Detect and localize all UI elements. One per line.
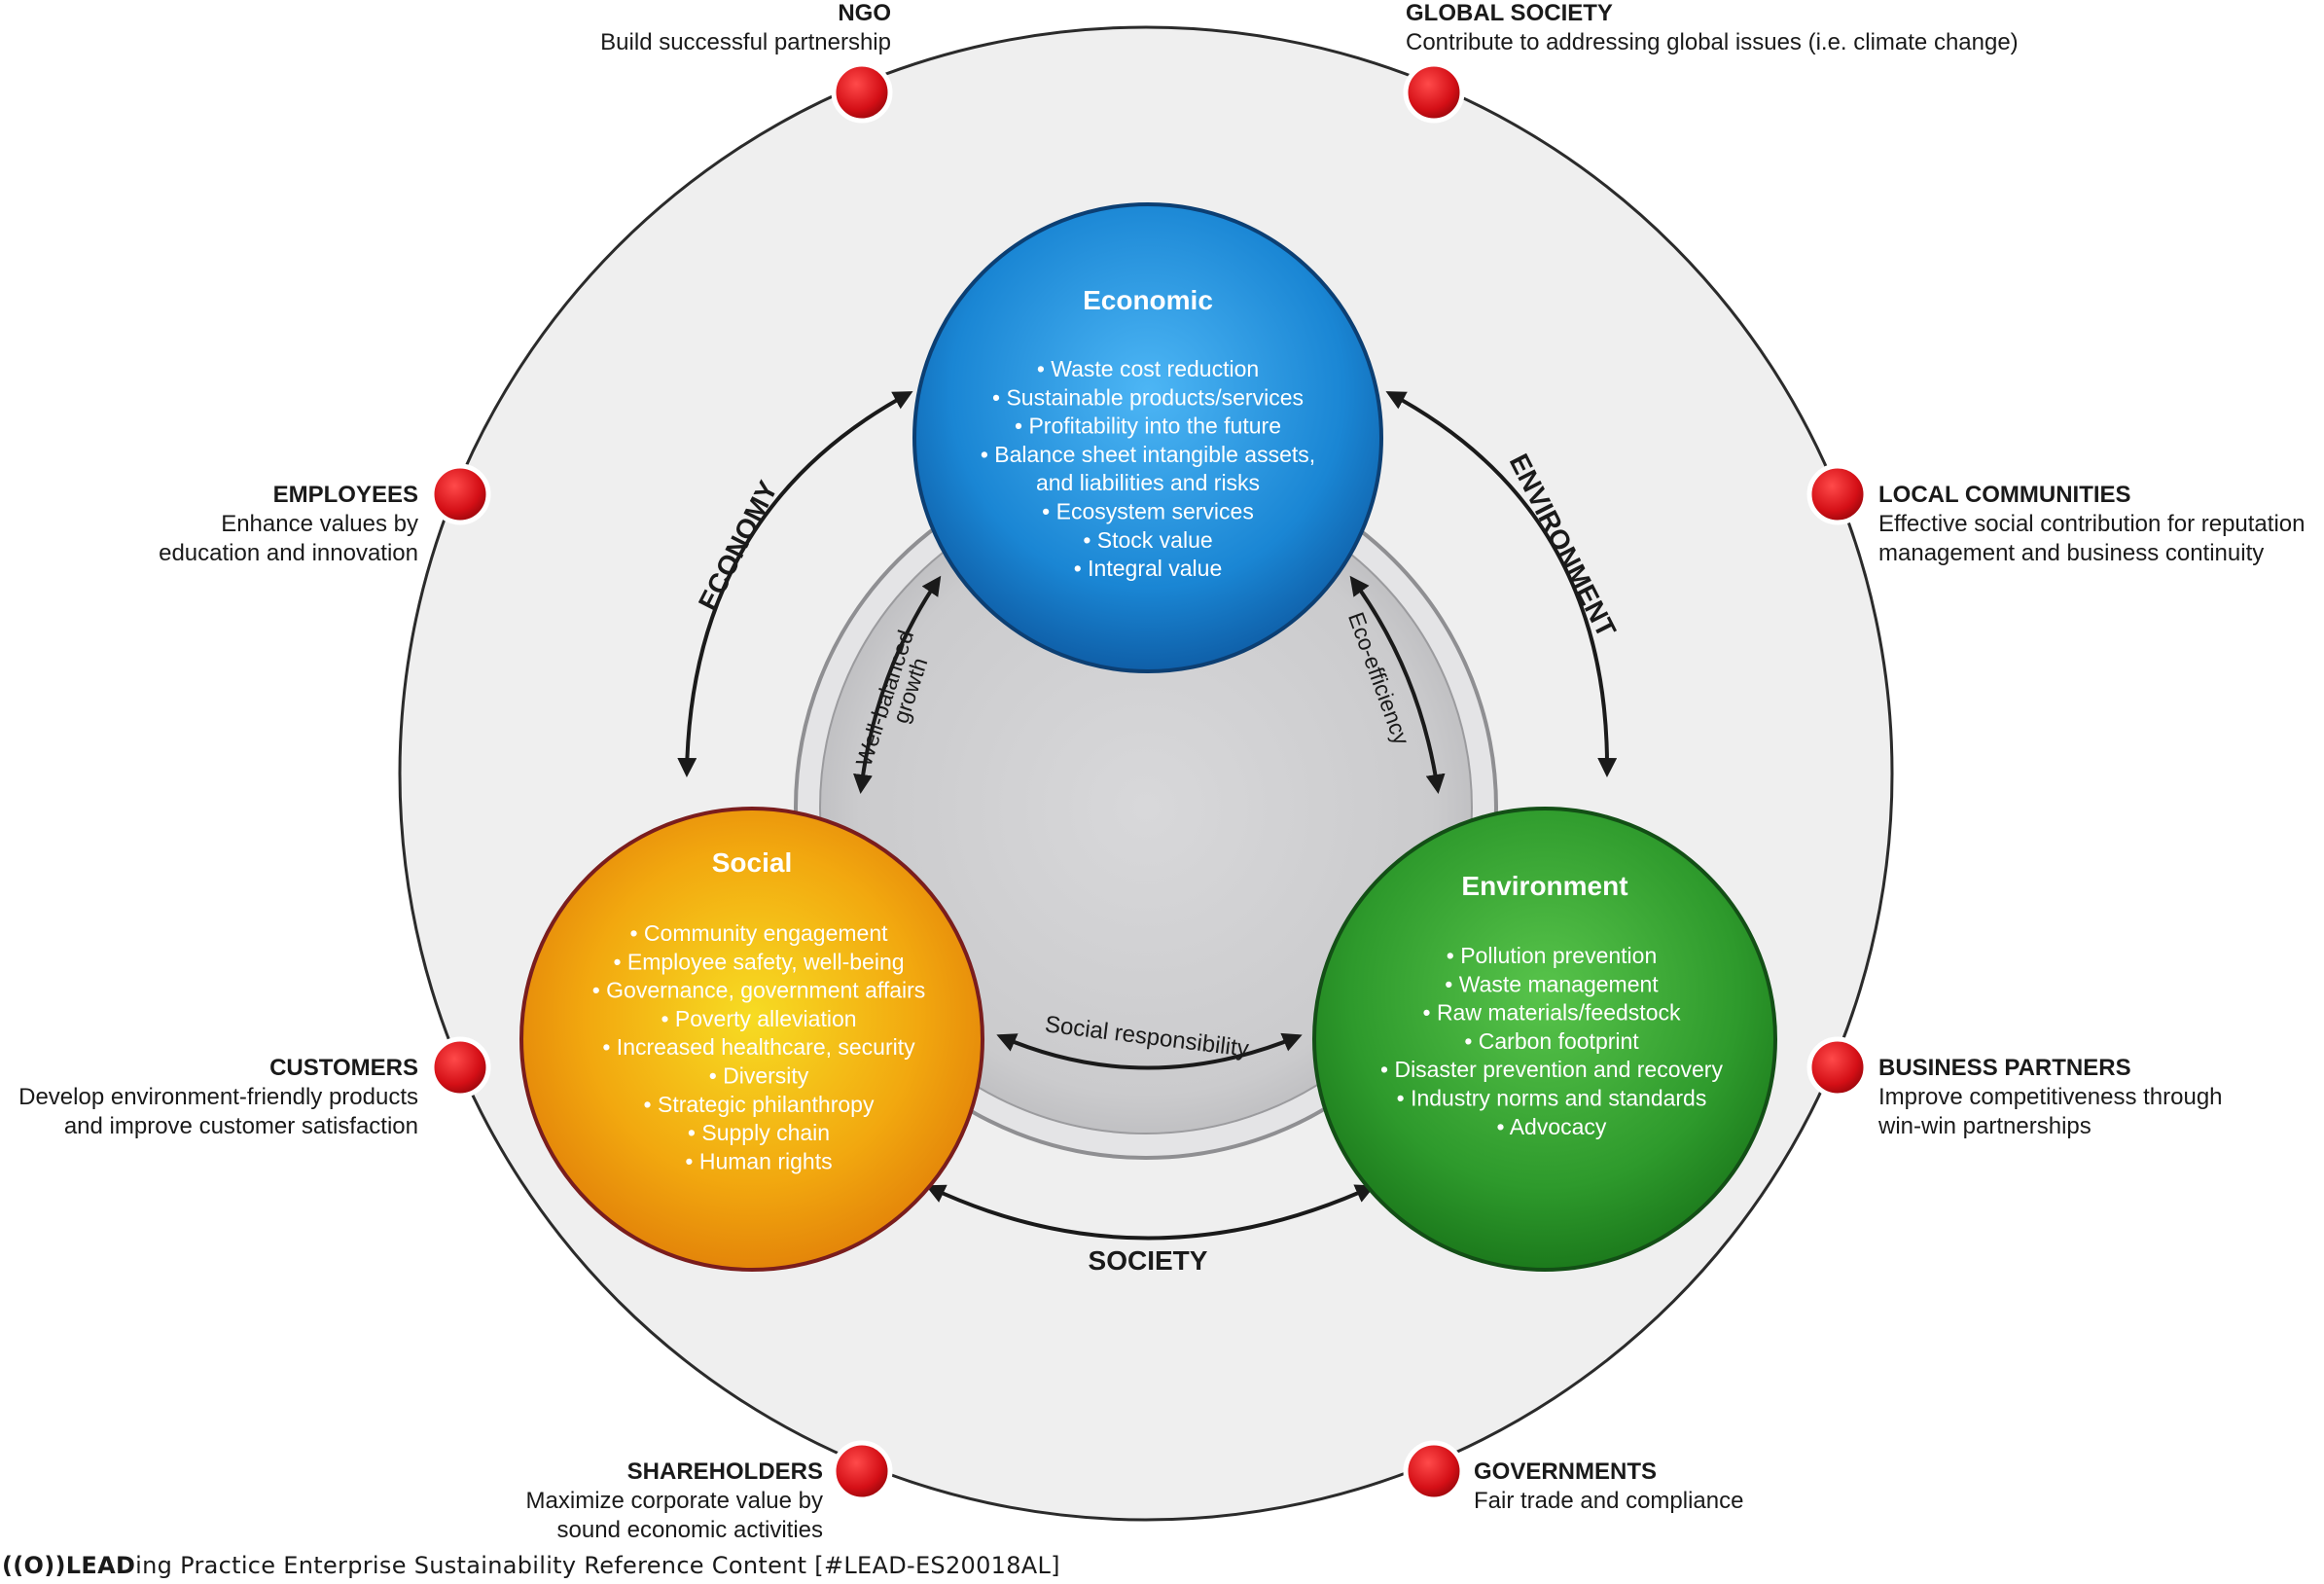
environment-title: Environment <box>1461 871 1627 901</box>
economic-item: • Integral value <box>1074 556 1223 581</box>
shareholders-label: SHAREHOLDERS Maximize corporate value by… <box>526 1458 823 1545</box>
local-communities-node <box>1806 463 1869 525</box>
environment-item: • Waste management <box>1445 971 1659 996</box>
economic-item: and liabilities and risks <box>1036 470 1260 495</box>
economic-item: • Profitability into the future <box>1015 414 1281 439</box>
economic-item: • Sustainable products/services <box>992 384 1304 410</box>
governments-desc: Fair trade and compliance <box>1474 1488 1744 1514</box>
shareholders-node <box>831 1440 893 1502</box>
ngo-desc: Build successful partnership <box>600 29 891 55</box>
environment-circle <box>1312 807 1777 1272</box>
economic-item: • Balance sheet intangible assets, <box>981 442 1315 467</box>
eco-efficiency-arrow <box>1349 575 1446 794</box>
environment-item: • Advocacy <box>1497 1114 1607 1139</box>
environment-item: • Pollution prevention <box>1447 943 1657 968</box>
governments-label: GOVERNMENTS Fair trade and compliance <box>1474 1458 1743 1516</box>
social-title: Social <box>712 847 792 878</box>
social-item: • Community engagement <box>629 920 888 946</box>
footer-text: ing Practice Enterprise Sustainability R… <box>135 1552 1060 1579</box>
customers-label: CUSTOMERS Develop environment-friendly p… <box>18 1054 418 1141</box>
economic-item: • Ecosystem services <box>1042 499 1254 524</box>
footer-credit: ((O))LEADing Practice Enterprise Sustain… <box>2 1552 1060 1579</box>
employees-title: EMPLOYEES <box>272 482 418 508</box>
governments-title: GOVERNMENTS <box>1474 1458 1658 1485</box>
environment-item: • Disaster prevention and recovery <box>1380 1057 1723 1082</box>
employees-node <box>429 463 491 525</box>
society-label: SOCIETY <box>1089 1245 1208 1276</box>
governments-node <box>1403 1440 1465 1502</box>
social-items: • Community engagement • Employee safety,… <box>592 920 926 1173</box>
social-item: • Governance, government affairs <box>592 978 926 1003</box>
economic-items: • Waste cost reduction • Sustainable prod… <box>981 356 1315 581</box>
ngo-label: NGO Build successful partnership <box>600 0 891 57</box>
global-society-label: GLOBAL SOCIETY Contribute to addressing … <box>1406 0 2019 57</box>
environment-item: • Carbon footprint <box>1464 1028 1639 1054</box>
business-partners-node <box>1806 1036 1869 1098</box>
environment-item: • Raw materials/feedstock <box>1423 1000 1681 1026</box>
local-communities-desc: Effective social contribution for reputa… <box>1878 511 2306 566</box>
global-society-title: GLOBAL SOCIETY <box>1406 0 1613 26</box>
social-responsibility-arrow <box>996 1032 1303 1070</box>
social-item: • Poverty alleviation <box>661 1006 856 1031</box>
employees-desc: Enhance values by education and innovati… <box>159 511 418 566</box>
business-partners-title: BUSINESS PARTNERS <box>1878 1055 2131 1081</box>
global-society-desc: Contribute to addressing global issues (… <box>1406 29 2019 55</box>
shareholders-desc: Maximize corporate value by sound econom… <box>525 1488 823 1543</box>
social-item: • Increased healthcare, security <box>602 1034 915 1060</box>
environment-item: • Industry norms and standards <box>1397 1086 1707 1111</box>
social-circle <box>519 807 984 1272</box>
economic-title: Economic <box>1083 285 1213 315</box>
customers-node <box>429 1036 491 1098</box>
ngo-title: NGO <box>838 0 891 26</box>
environment-items: • Pollution prevention • Waste management… <box>1380 943 1723 1139</box>
business-partners-label: BUSINESS PARTNERS Improve competitivenes… <box>1878 1054 2223 1141</box>
global-society-node <box>1403 61 1465 124</box>
business-partners-desc: Improve competitiveness through win-win … <box>1878 1084 2223 1139</box>
well-balanced-growth-arrow <box>853 575 942 794</box>
shareholders-title: SHAREHOLDERS <box>626 1458 823 1485</box>
customers-desc: Develop environment-friendly products an… <box>18 1084 418 1139</box>
local-communities-title: LOCAL COMMUNITIES <box>1878 482 2131 508</box>
social-item: • Human rights <box>685 1148 832 1173</box>
society-arrow <box>925 1184 1376 1241</box>
ngo-node <box>831 61 893 124</box>
social-item: • Strategic philanthropy <box>644 1092 875 1117</box>
footer-logo: ((O))LEAD <box>2 1552 136 1579</box>
employees-label: EMPLOYEES Enhance values by education an… <box>159 481 418 568</box>
economic-item: • Stock value <box>1083 527 1212 553</box>
economy-arrow <box>677 391 913 777</box>
customers-title: CUSTOMERS <box>269 1055 418 1081</box>
social-item: • Employee safety, well-being <box>613 949 904 974</box>
social-item: • Supply chain <box>688 1120 830 1145</box>
social-item: • Diversity <box>709 1063 809 1089</box>
economic-item: • Waste cost reduction <box>1037 356 1259 381</box>
environment-arrow <box>1385 391 1618 777</box>
economic-circle <box>912 202 1383 673</box>
local-communities-label: LOCAL COMMUNITIES Effective social contr… <box>1878 481 2305 568</box>
